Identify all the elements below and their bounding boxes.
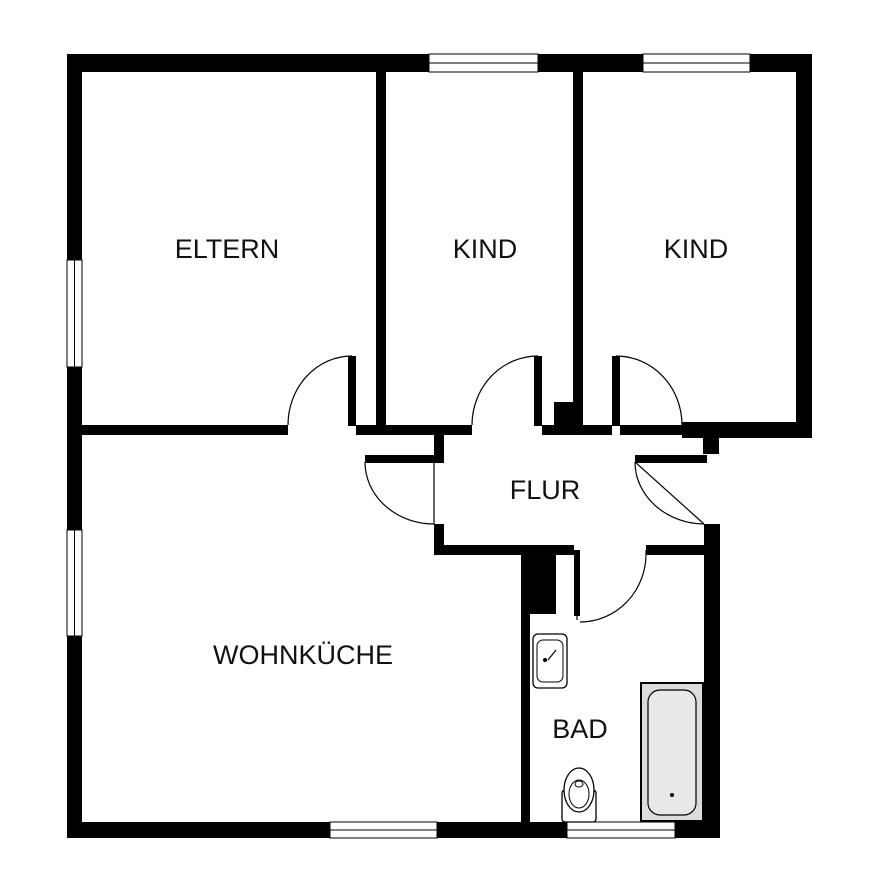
door-right xyxy=(634,461,705,525)
bathtub-icon xyxy=(640,682,704,822)
toilet-icon xyxy=(561,767,597,823)
windows xyxy=(66,53,751,839)
door-wohnkueche xyxy=(364,461,435,525)
door-bad xyxy=(576,550,647,623)
room-label-eltern: ELTERN xyxy=(175,234,280,264)
window-top-kind1 xyxy=(428,53,539,73)
door-eltern xyxy=(287,355,353,426)
window-left-eltern xyxy=(66,259,83,368)
door-kind1 xyxy=(471,355,539,426)
room-label-flur: FLUR xyxy=(510,475,581,505)
window-bottom-wohnkueche xyxy=(329,821,438,839)
room-label-kind-1: KIND xyxy=(453,234,518,264)
window-left-wohnkueche xyxy=(66,529,83,637)
room-label-kind-2: KIND xyxy=(664,234,729,264)
interior-walls xyxy=(82,70,707,828)
room-label-wohnkueche: WOHNKÜCHE xyxy=(213,640,393,670)
room-label-bad: BAD xyxy=(552,714,608,744)
room-labels: ELTERN KIND KIND FLUR WOHNKÜCHE BAD xyxy=(175,234,729,744)
doors xyxy=(287,355,705,623)
window-top-kind2 xyxy=(642,53,751,73)
window-bottom-bad xyxy=(566,821,676,839)
exterior-walls xyxy=(67,54,812,838)
door-kind2 xyxy=(615,355,683,426)
sink-icon xyxy=(532,633,568,689)
